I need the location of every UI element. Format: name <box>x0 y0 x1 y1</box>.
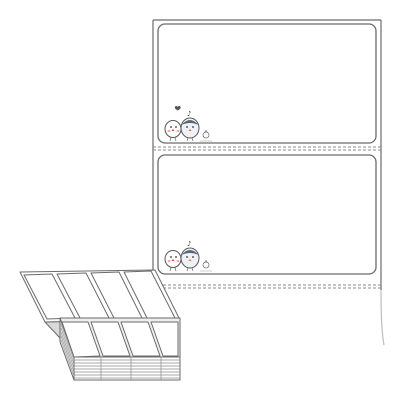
birds-mascot-icon: ♪ <box>164 105 212 142</box>
stack-body <box>59 317 181 381</box>
birds-mascot-icon: ♪ <box>164 240 212 272</box>
fanfold-label-stack-icon <box>19 269 181 381</box>
stack-top-sheet <box>19 269 181 323</box>
label-2 <box>157 154 377 275</box>
svg-text:♪: ♪ <box>187 240 191 248</box>
label-1 <box>157 23 377 144</box>
svg-text:♪: ♪ <box>187 110 191 118</box>
perforation-lines <box>153 146 381 289</box>
